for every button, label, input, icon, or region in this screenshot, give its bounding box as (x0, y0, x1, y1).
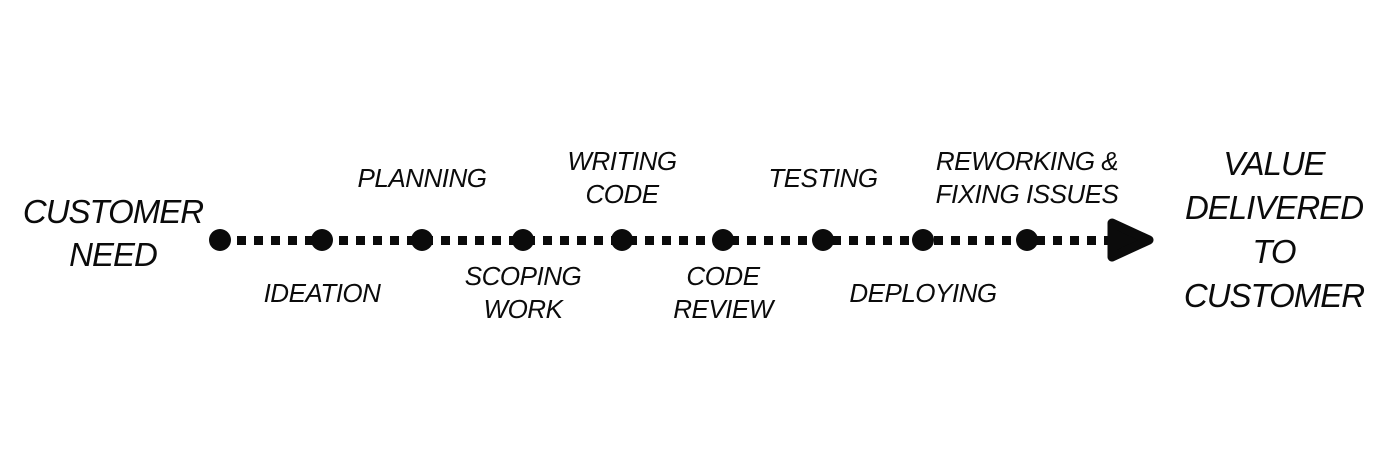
step-label-deploying: DEPLOYING (849, 277, 997, 308)
milestone-dot-9 (1016, 229, 1038, 251)
milestone-dot-8 (912, 229, 934, 251)
step-label-scoping-work: SCOPING WORK (464, 261, 582, 324)
milestone-dot-1 (209, 229, 231, 251)
milestone-dot-6 (712, 229, 734, 251)
arrowhead-icon (1107, 218, 1154, 262)
timeline-dotted-line (220, 236, 1120, 245)
milestone-dot-3 (411, 229, 433, 251)
step-label-ideation: IDEATION (263, 277, 381, 308)
step-label-reworking-fixing-issues: REWORKING & FIXING ISSUES (935, 146, 1119, 209)
step-label-testing: TESTING (768, 162, 878, 193)
milestone-dot-4 (512, 229, 534, 251)
step-label-code-review: CODE REVIEW (673, 261, 773, 324)
step-label-writing-code: WRITING CODE (567, 146, 677, 209)
customer-need-label: CUSTOMER NEED (22, 193, 204, 273)
value-delivered-label: VALUE DELIVERED TO CUSTOMER (1183, 145, 1365, 314)
step-label-planning: PLANNING (357, 162, 487, 193)
milestone-dot-2 (311, 229, 333, 251)
milestone-dot-7 (812, 229, 834, 251)
milestone-dot-5 (611, 229, 633, 251)
